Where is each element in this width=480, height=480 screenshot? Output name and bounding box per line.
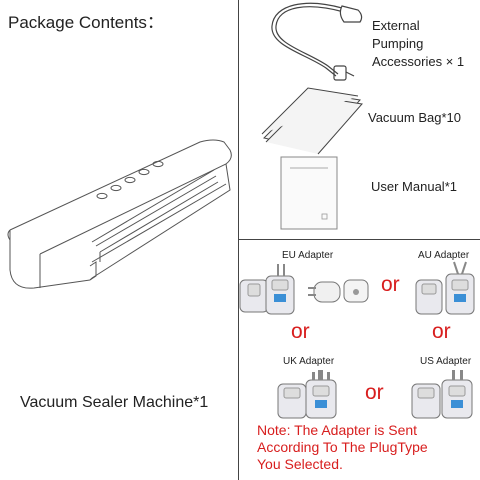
pump-label: External Pumping Accessories × 1	[372, 18, 465, 69]
or-text-4: or	[365, 381, 384, 404]
us-adapter-label: US Adapter	[420, 356, 472, 367]
machine-label: Vacuum Sealer Machine*1	[20, 394, 209, 411]
adapter-note: Note: The Adapter is Sent According To T…	[257, 422, 428, 472]
or-text-3: or	[432, 320, 451, 343]
vacuum-sealer-image	[7, 139, 232, 289]
eu-adapter-label: EU Adapter	[282, 250, 334, 261]
eu-adapter-image	[239, 264, 369, 315]
bag-label: Vacuum Bag*10	[368, 110, 461, 125]
user-manual-image	[280, 156, 338, 230]
or-text-1: or	[381, 273, 400, 296]
uk-adapter-label: UK Adapter	[283, 356, 335, 367]
package-title: Package Contents：	[8, 13, 164, 32]
us-adapter-image	[411, 370, 473, 419]
pump-accessory-image	[271, 2, 363, 81]
vertical-divider	[238, 0, 239, 480]
uk-adapter-image	[277, 370, 337, 419]
manual-label: User Manual*1	[371, 179, 457, 194]
au-adapter-image	[415, 261, 475, 315]
or-text-2: or	[291, 320, 310, 343]
vacuum-bag-image	[261, 87, 363, 155]
au-adapter-label: AU Adapter	[418, 250, 470, 261]
horizontal-divider	[238, 239, 480, 240]
